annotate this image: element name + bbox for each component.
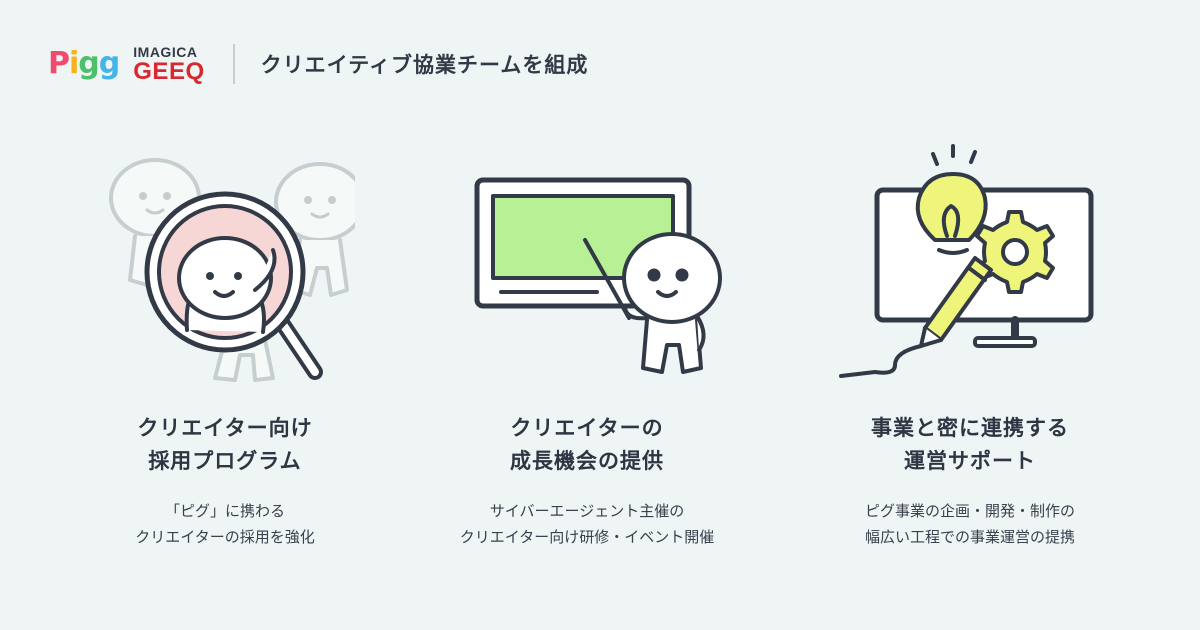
imagica-geeq-logo: IMAGICA GEEQ <box>133 45 204 84</box>
feature-description: 「ピグ」に携わる クリエイターの採用を強化 <box>45 498 405 550</box>
feature-desc-line1: サイバーエージェント主催の <box>489 502 685 520</box>
feature-growth: クリエイターの 成長機会の提供 サイバーエージェント主催の クリエイター向け研修… <box>407 140 767 550</box>
feature-title-line1: クリエイター向け <box>137 416 313 440</box>
feature-title-line1: 事業と密に連携する <box>871 416 1069 440</box>
feature-desc-line1: ピグ事業の企画・開発・制作の <box>864 502 1075 520</box>
pigg-letter-i: i <box>69 46 79 81</box>
feature-desc-line2: クリエイター向け研修・イベント開催 <box>459 528 715 546</box>
feature-title: クリエイターの 成長機会の提供 <box>407 412 767 478</box>
feature-support: 事業と密に連携する 運営サポート ピグ事業の企画・開発・制作の 幅広い工程での事… <box>790 140 1150 550</box>
feature-title: クリエイター向け 採用プログラム <box>45 412 405 478</box>
imagica-logo-text: IMAGICA <box>133 43 198 60</box>
feature-title-line2: 運営サポート <box>904 449 1036 473</box>
pigg-letter-g2: g <box>98 46 121 81</box>
feature-recruiting: クリエイター向け 採用プログラム 「ピグ」に携わる クリエイターの採用を強化 <box>45 140 405 550</box>
feature-title-line2: 採用プログラム <box>148 449 302 473</box>
feature-description: サイバーエージェント主催の クリエイター向け研修・イベント開催 <box>407 498 767 550</box>
presentation-character-icon <box>407 140 767 390</box>
header: Pigg IMAGICA GEEQ クリエイティブ協業チームを組成 <box>48 40 588 88</box>
feature-title-line1: クリエイターの <box>510 416 664 440</box>
feature-desc-line1: 「ピグ」に携わる <box>164 502 285 520</box>
geeq-logo-text: GEEQ <box>133 57 205 85</box>
feature-title-line2: 成長機会の提供 <box>510 449 664 473</box>
feature-title: 事業と密に連携する 運営サポート <box>790 412 1150 478</box>
monitor-bulb-gear-icon <box>790 140 1150 390</box>
pigg-logo: Pigg <box>48 46 121 81</box>
header-divider <box>232 44 235 84</box>
feature-description: ピグ事業の企画・開発・制作の 幅広い工程での事業運営の提携 <box>790 498 1150 550</box>
feature-desc-line2: 幅広い工程での事業運営の提携 <box>864 528 1075 546</box>
magnifier-character-icon <box>45 140 405 390</box>
pigg-letter-g1: g <box>78 46 100 81</box>
page-title: クリエイティブ協業チームを組成 <box>260 53 589 77</box>
pigg-letter-p: P <box>48 46 70 81</box>
feature-desc-line2: クリエイターの採用を強化 <box>135 528 315 546</box>
